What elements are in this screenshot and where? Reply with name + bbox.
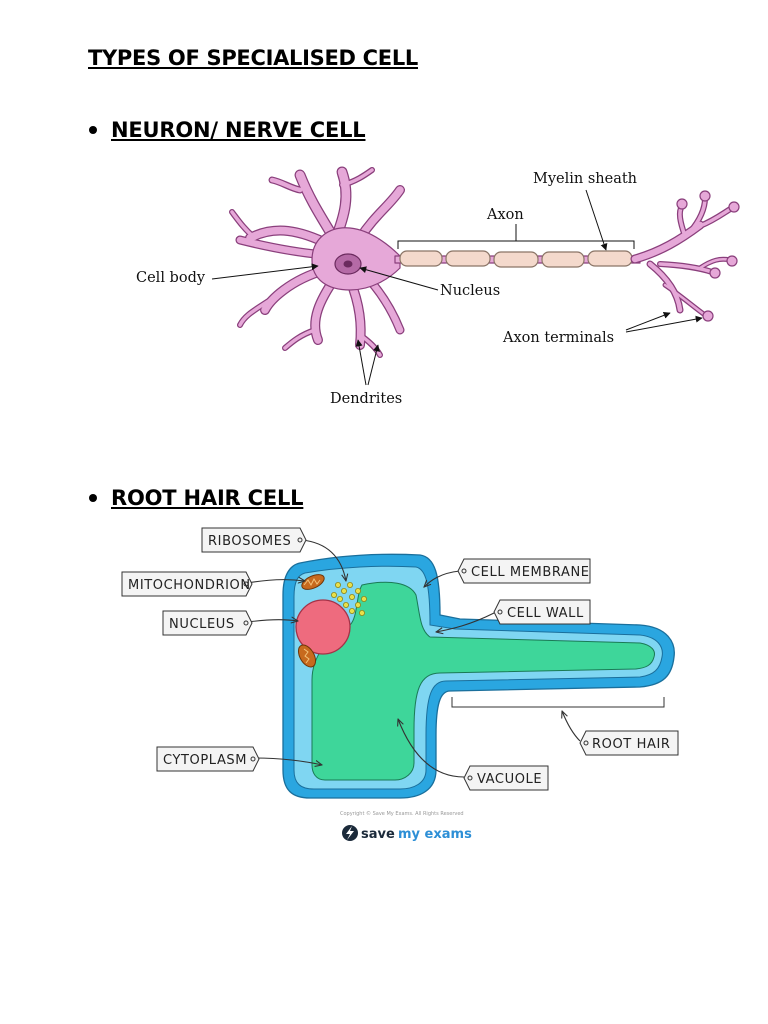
neuron-diagram: Myelin sheath Axon Cell body Nucleus Axo… [136,166,740,407]
section-heading-root-hair: ROOT HAIR CELL [88,486,304,510]
label-myelin-sheath: Myelin sheath [533,171,637,187]
axon-terminal-bulbs [676,190,740,322]
document-title: TYPES OF SPECIALISED CELL [88,46,418,70]
label-root-nucleus: NUCLEUS [169,617,235,632]
label-tag-nucleus: NUCLEUS [162,610,253,636]
label-cytoplasm: CYTOPLASM [163,753,247,768]
root-nucleus-shape [295,599,351,655]
label-tag-ribosomes: RIBOSOMES [201,527,307,553]
label-tag-root-hair: ROOT HAIR [579,730,679,756]
label-tag-vacuole: VACUOLE [463,765,549,791]
label-cell-body: Cell body [136,270,206,286]
label-tag-cell-membrane: CELL MEMBRANE [457,558,591,584]
label-tag-cytoplasm: CYTOPLASM [156,746,260,772]
label-axon-terminals: Axon terminals [502,330,614,346]
label-nucleus: Nucleus [440,283,500,299]
root-hair-cell [282,553,675,799]
ribosome-shapes [330,582,367,617]
label-root-hair: ROOT HAIR [592,737,671,752]
label-tag-mitochondrion: MITOCHONDRION [121,571,253,597]
axon-bracket [397,240,635,249]
neuron-cell [229,166,740,358]
label-cell-membrane: CELL MEMBRANE [471,565,590,580]
label-ribosomes: RIBOSOMES [208,534,291,549]
copyright-text: Copyright © Save My Exams. All Rights Re… [340,810,464,817]
label-dendrites: Dendrites [330,391,402,407]
logo-myexams-text: my exams [398,827,472,842]
label-cell-wall: CELL WALL [507,606,584,621]
root-hair-diagram: RIBOSOMES MITOCHONDRION NUCLEUS CYTOPLAS… [121,527,679,842]
section-heading-text: NEURON/ NERVE CELL [111,118,366,142]
bullet-icon [89,126,97,134]
bullet-icon [89,494,97,502]
root-hair-bracket [451,697,665,708]
section-heading-neuron: NEURON/ NERVE CELL [88,118,366,142]
save-my-exams-logo: save my exams [342,825,472,842]
label-tag-cell-wall: CELL WALL [493,599,591,625]
logo-save-text: save [361,827,395,842]
myelin-sheath-shape [399,250,633,268]
label-mitochondrion: MITOCHONDRION [128,578,251,593]
label-axon: Axon [486,207,524,223]
label-vacuole: VACUOLE [477,772,542,787]
section-heading-text: ROOT HAIR CELL [111,486,304,510]
mitochondrion-shapes [297,574,325,668]
